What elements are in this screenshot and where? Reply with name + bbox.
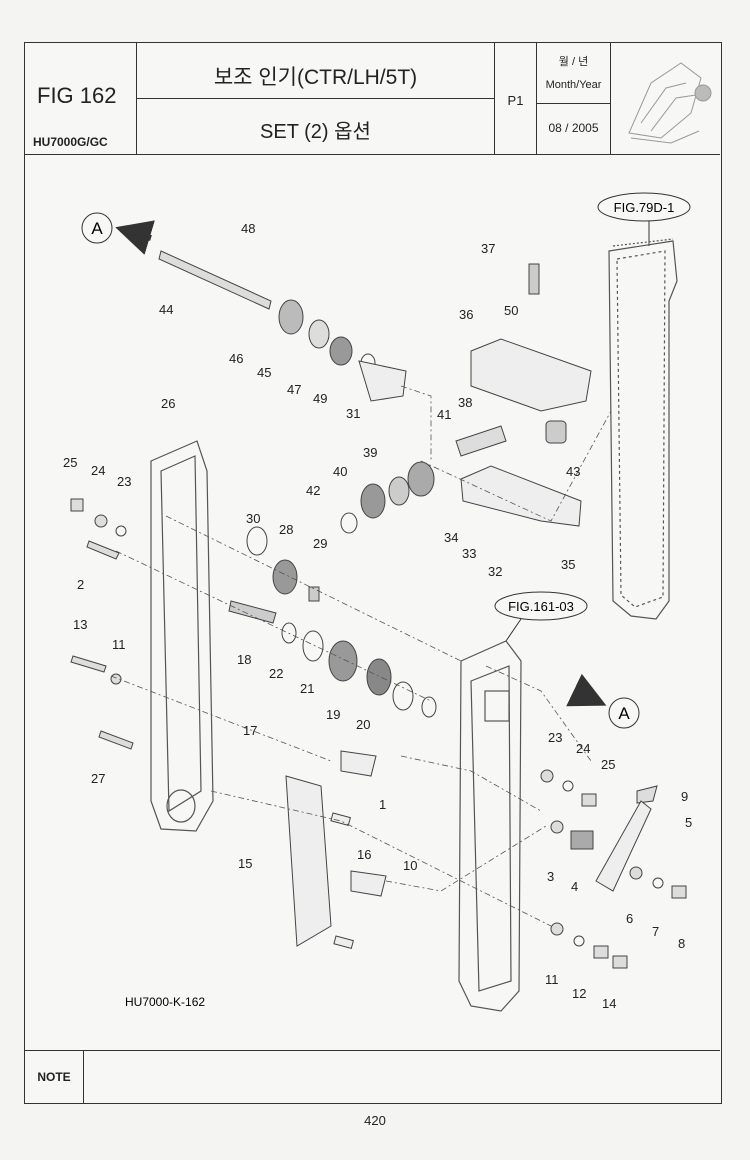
part-number-labels: 48 44 46 45 47 49 31 37 50 36 38 41 43 2… bbox=[63, 221, 692, 1011]
part-label[interactable]: 23 bbox=[548, 730, 562, 745]
part-label[interactable]: 38 bbox=[458, 395, 472, 410]
left-frame-26 bbox=[150, 440, 214, 832]
center-frame-161 bbox=[458, 640, 522, 1012]
arrow-label: A bbox=[91, 219, 103, 238]
part-label[interactable]: 14 bbox=[602, 996, 616, 1011]
figure-number: FIG 162 bbox=[37, 83, 117, 108]
part-label[interactable]: 37 bbox=[481, 241, 495, 256]
title-cell: 보조 인기(CTR/LH/5T) SET (2) 옵션 bbox=[137, 43, 495, 154]
upper-shaft-assembly bbox=[158, 250, 407, 402]
date-value: 08 / 2005 bbox=[548, 121, 599, 135]
part-label[interactable]: 4 bbox=[571, 879, 578, 894]
part-label[interactable]: 40 bbox=[333, 464, 347, 479]
thumbnail-cell bbox=[611, 43, 720, 154]
part-label[interactable]: 1 bbox=[379, 797, 386, 812]
part-label[interactable]: 50 bbox=[504, 303, 518, 318]
part-label[interactable]: 6 bbox=[626, 911, 633, 926]
part-label[interactable]: 11 bbox=[112, 637, 126, 652]
part-label[interactable]: 35 bbox=[561, 557, 575, 572]
part-label[interactable]: 24 bbox=[576, 741, 590, 756]
part-label[interactable]: 43 bbox=[566, 464, 580, 479]
part-label[interactable]: 13 bbox=[73, 617, 87, 632]
part-label[interactable]: 7 bbox=[652, 924, 659, 939]
part-label[interactable]: 22 bbox=[269, 666, 283, 681]
part-label[interactable]: 48 bbox=[241, 221, 255, 236]
part-label[interactable]: 36 bbox=[459, 307, 473, 322]
part-label[interactable]: 25 bbox=[63, 455, 77, 470]
part-label[interactable]: 30 bbox=[246, 511, 260, 526]
part-label[interactable]: 31 bbox=[346, 406, 360, 421]
part-label[interactable]: 44 bbox=[159, 302, 173, 317]
part-label[interactable]: 19 bbox=[326, 707, 340, 722]
part-label[interactable]: 39 bbox=[363, 445, 377, 460]
part-label[interactable]: 17 bbox=[243, 723, 257, 738]
page-number: 420 bbox=[364, 1113, 386, 1128]
middle-gear-set bbox=[340, 461, 435, 534]
part-label[interactable]: 33 bbox=[462, 546, 476, 561]
callout-label: FIG.161-03 bbox=[508, 599, 574, 614]
part-label[interactable]: 42 bbox=[306, 483, 320, 498]
drawing-code: HU7000-K-162 bbox=[125, 995, 205, 1009]
arrow-label: A bbox=[618, 704, 630, 723]
arrow-marker-a-top[interactable]: A bbox=[81, 212, 155, 255]
part-label[interactable]: 3 bbox=[547, 869, 554, 884]
part-label[interactable]: 25 bbox=[601, 757, 615, 772]
alignment-lines bbox=[110, 385, 612, 927]
part-label[interactable]: 21 bbox=[300, 681, 314, 696]
part-label[interactable]: 18 bbox=[237, 652, 251, 667]
page-code: P1 bbox=[507, 93, 524, 108]
callout-fig-161-03[interactable]: FIG.161-03 bbox=[494, 591, 588, 642]
lower-shaft-group bbox=[228, 526, 437, 718]
part-label[interactable]: 34 bbox=[444, 530, 458, 545]
callout-label: FIG.79D-1 bbox=[614, 200, 675, 215]
part-label[interactable]: 45 bbox=[257, 365, 271, 380]
part-label[interactable]: 20 bbox=[356, 717, 370, 732]
note-row: NOTE bbox=[25, 1050, 720, 1103]
part-label[interactable]: 24 bbox=[91, 463, 105, 478]
left-fasteners bbox=[70, 498, 134, 750]
thumbnail-sketch bbox=[628, 62, 712, 144]
exploded-parts-diagram: FIG.79D-1 FIG.161-03 bbox=[63, 192, 692, 1012]
part-label[interactable]: 47 bbox=[287, 382, 301, 397]
slide-plate-15 bbox=[285, 750, 387, 949]
part-label[interactable]: 5 bbox=[685, 815, 692, 830]
bracket-assembly bbox=[455, 263, 592, 527]
part-label[interactable]: 32 bbox=[488, 564, 502, 579]
note-label: NOTE bbox=[25, 1051, 84, 1103]
page-code-cell: P1 bbox=[495, 43, 537, 154]
part-label[interactable]: 16 bbox=[357, 847, 371, 862]
date-label-korean: 월 / 년 bbox=[558, 56, 589, 68]
part-label[interactable]: 26 bbox=[161, 396, 175, 411]
part-label[interactable]: 27 bbox=[91, 771, 105, 786]
part-label[interactable]: 9 bbox=[681, 789, 688, 804]
part-label[interactable]: 23 bbox=[117, 474, 131, 489]
title-block: FIG 162 HU7000G/GC 보조 인기(CTR/LH/5T) SET … bbox=[25, 43, 720, 155]
part-label[interactable]: 12 bbox=[572, 986, 586, 1001]
date-label-english: Month/Year bbox=[545, 79, 602, 91]
part-label[interactable]: 11 bbox=[545, 972, 559, 987]
part-label[interactable]: 8 bbox=[678, 936, 685, 951]
callout-fig-79d-1[interactable]: FIG.79D-1 bbox=[597, 192, 691, 246]
date-cell: 월 / 년 Month/Year 08 / 2005 bbox=[537, 43, 611, 154]
part-label[interactable]: 28 bbox=[279, 522, 293, 537]
title-line-2: SET (2) 옵션 bbox=[260, 121, 371, 143]
model-code: HU7000G/GC bbox=[33, 135, 108, 149]
drawing-sheet: FIG 162 HU7000G/GC 보조 인기(CTR/LH/5T) SET … bbox=[24, 42, 722, 1104]
part-label[interactable]: 41 bbox=[437, 407, 451, 422]
fig-cell: FIG 162 HU7000G/GC bbox=[25, 43, 137, 154]
part-label[interactable]: 10 bbox=[403, 858, 417, 873]
part-label[interactable]: 15 bbox=[238, 856, 252, 871]
part-label[interactable]: 46 bbox=[229, 351, 243, 366]
title-line-1: 보조 인기(CTR/LH/5T) bbox=[213, 66, 418, 89]
part-label[interactable]: 29 bbox=[313, 536, 327, 551]
part-label[interactable]: 49 bbox=[313, 391, 327, 406]
side-frame-79d bbox=[608, 238, 678, 620]
part-label[interactable]: 2 bbox=[77, 577, 84, 592]
arrow-marker-a-right[interactable]: A bbox=[566, 673, 640, 729]
right-small-parts bbox=[540, 769, 687, 969]
